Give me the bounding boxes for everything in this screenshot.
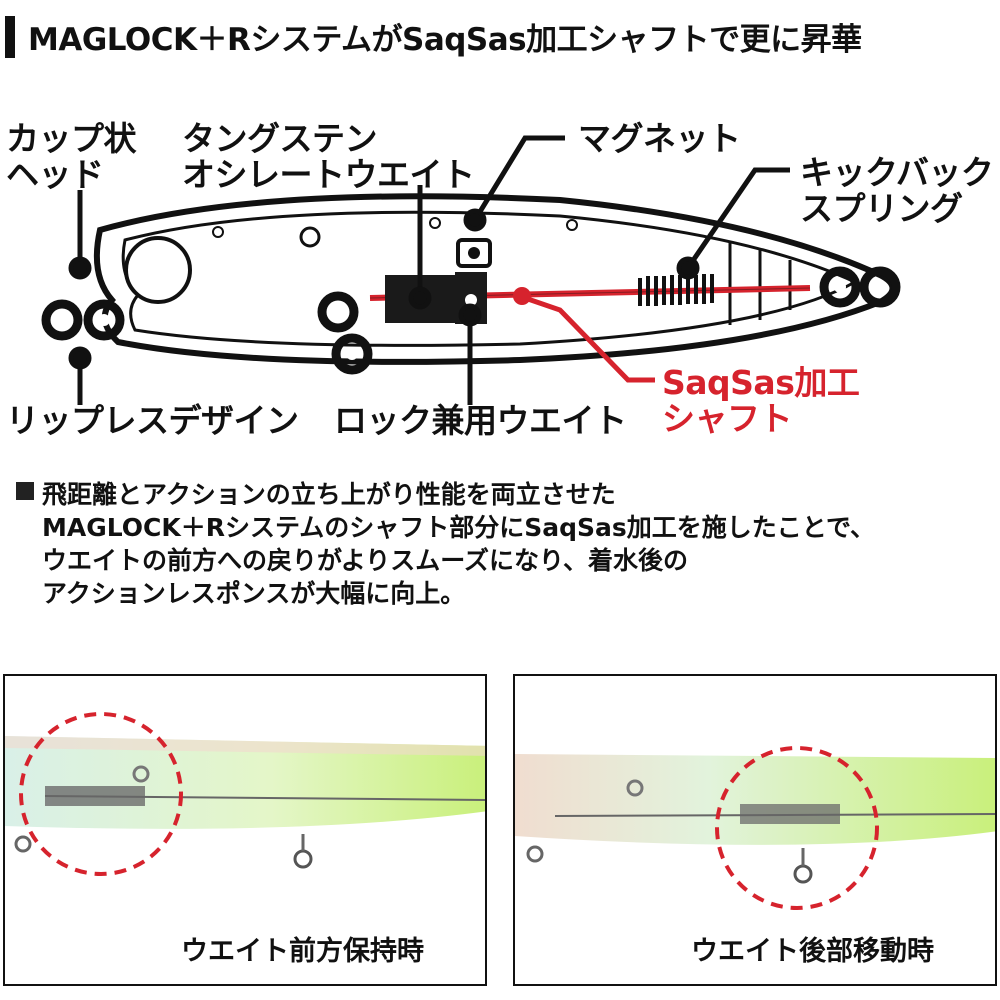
lure-photo-forward	[5, 712, 485, 876]
label-kickback-1: キックバック	[800, 153, 994, 192]
tail-hook-eye	[819, 266, 901, 308]
label-saqsas-1: SaqSas加工	[662, 363, 860, 402]
bullet-square-icon	[16, 482, 34, 500]
label-saqsas-2: シャフト	[662, 399, 793, 438]
lure-body-outline	[93, 193, 896, 365]
description-line: ウエイトの前方への戻りがよりスムーズになり、着水後の	[42, 546, 689, 575]
header-accent-bar	[5, 16, 15, 58]
body-hole	[429, 217, 441, 229]
caption-weight-rear: ウエイト後部移動時	[691, 936, 934, 967]
label-kickback-2: スプリング	[800, 189, 963, 228]
label-tungsten-2: オシレートウエイト	[182, 155, 475, 194]
nose-line-tie	[41, 299, 125, 341]
label-lipless: リップレスデザイン	[6, 401, 299, 440]
kickback-spring	[638, 274, 714, 306]
label-cup-head-2: ヘッド	[6, 155, 104, 194]
caption-weight-forward: ウエイト前方保持時	[181, 936, 424, 967]
body-hole	[566, 219, 578, 231]
page-title: MAGLOCK＋RシステムがSaqSas加工シャフトで更に昇華	[28, 22, 862, 58]
photo-weight-rear: ウエイト後部移動時	[513, 674, 997, 986]
header: MAGLOCK＋RシステムがSaqSas加工シャフトで更に昇華	[0, 6, 1000, 62]
lure-body-inner	[121, 210, 859, 347]
leader-lines	[68, 135, 790, 405]
label-lock-weight: ロック兼用ウエイト	[334, 401, 627, 440]
body-hole	[212, 226, 224, 238]
description-line: アクションレスポンスが大幅に向上。	[42, 579, 466, 608]
cup-head-circle	[124, 236, 192, 304]
description-line: 飛距離とアクションの立ち上がり性能を両立させた	[42, 480, 616, 509]
label-tungsten-1: タングステン	[182, 119, 378, 158]
description: 飛距離とアクションの立ち上がり性能を両立させた MAGLOCK＋Rシステムのシャ…	[16, 478, 986, 610]
saqsas-leader	[524, 295, 655, 383]
belly-hook-eye	[317, 291, 373, 375]
photo-weight-forward: ウエイト前方保持時	[3, 674, 487, 986]
lure-diagram-drawing	[41, 135, 901, 405]
body-hole	[299, 226, 321, 248]
description-line: MAGLOCK＋Rシステムのシャフト部分にSaqSas加工を施したことで、	[42, 513, 876, 542]
lure-diagram: カップ状 ヘッド タングステン オシレートウエイト マグネット キックバック ス…	[0, 110, 1000, 450]
label-magnet: マグネット	[578, 119, 741, 158]
lure-photo-rear	[515, 746, 995, 910]
label-cup-head-1: カップ状	[6, 119, 137, 158]
